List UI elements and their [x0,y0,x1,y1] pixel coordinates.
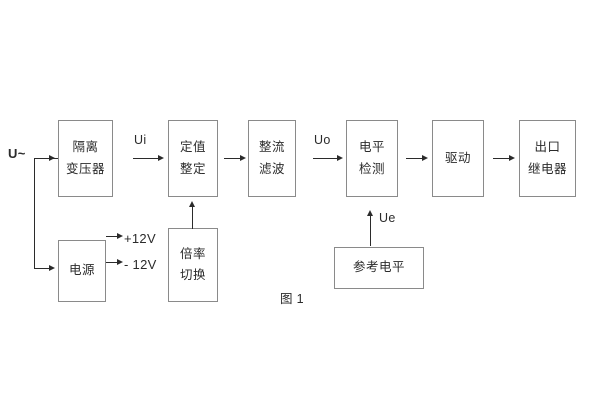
signal-label-uo: Uo [314,133,331,147]
signal-label-ui: Ui [134,133,147,147]
input-feed-branch-top [34,158,51,160]
block-rectifier-filter-line1: 整流 [258,140,285,154]
connector-power-negative [106,262,120,264]
arrow-level-to-driver-icon [422,154,428,161]
block-power-supply-line1: 电源 [68,263,95,278]
arrow-power-positive-icon [117,232,123,239]
arrow-driver-to-output-icon [509,154,515,161]
block-level-detection-line1: 电平 [358,140,385,154]
block-value-setting-line1: 定值 [179,140,206,154]
input-feed-branch-bottom [34,268,51,270]
block-level-detection: 电平 检测 [346,120,398,197]
connector-reference-to-level [370,215,372,246]
arrow-input-to-power-icon [49,264,55,271]
block-multiplier-switching-line2: 切换 [179,268,206,282]
block-power-supply: 电源 [58,240,106,302]
arrow-multiplier-to-setting-icon [189,201,195,207]
arrow-input-to-isolation-icon [49,154,55,161]
arrow-setting-to-rectifier-icon [240,154,246,161]
input-signal-label: U~ [8,146,26,161]
connector-setting-to-rectifier [224,158,242,160]
block-driver-line1: 驱动 [444,150,471,165]
figure-caption: 图 1 [280,292,304,306]
arrow-reference-to-level-icon [367,210,373,216]
connector-isolation-to-setting [133,158,160,160]
arrow-isolation-to-setting-icon [158,154,164,161]
arrow-rectifier-to-level-icon [337,154,343,161]
connector-level-to-driver [406,158,425,160]
block-value-setting: 定值 整定 [168,120,218,197]
block-reference-level: 参考电平 [334,247,424,289]
connector-multiplier-to-setting [192,206,194,229]
block-isolation-transformer-line1: 隔离 [72,140,99,154]
label-positive-supply: +12V [124,231,156,246]
block-output-relay-line2: 继电器 [527,161,567,176]
arrow-power-negative-icon [117,258,123,265]
connector-rectifier-to-level [313,158,339,160]
connector-power-positive [106,236,120,238]
block-reference-level-line1: 参考电平 [352,260,405,275]
label-negative-supply: - 12V [124,257,157,272]
connector-driver-to-output [493,158,512,160]
block-isolation-transformer: 隔离 变压器 [58,120,113,197]
block-output-relay-line1: 出口 [534,140,561,154]
block-multiplier-switching-line1: 倍率 [179,246,206,261]
signal-label-ue: Ue [379,211,396,225]
block-rectifier-filter: 整流 滤波 [248,120,296,197]
block-value-setting-line2: 整定 [179,161,206,176]
input-feed-vertical-line [34,158,36,269]
block-rectifier-filter-line2: 滤波 [258,161,285,176]
block-level-detection-line2: 检测 [358,161,385,176]
block-output-relay: 出口 继电器 [519,120,576,197]
block-driver: 驱动 [432,120,484,197]
block-multiplier-switching: 倍率 切换 [168,228,218,302]
block-isolation-transformer-line2: 变压器 [65,161,105,176]
